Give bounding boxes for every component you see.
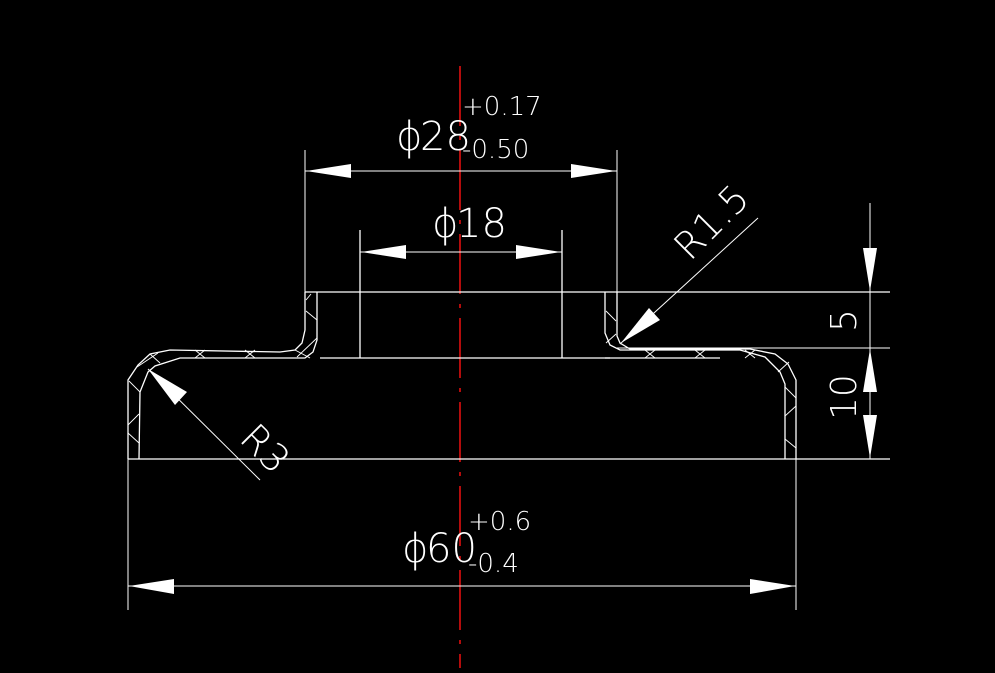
leader-arrow-icon	[148, 369, 187, 405]
part-profile	[127, 230, 890, 460]
arrow-up-icon	[863, 349, 877, 392]
radius-label-r3: R3	[232, 415, 299, 482]
dimension-overall-dia: ϕ 60 +0.6 -0.4	[127, 459, 797, 610]
dim-phi60-tol-upper: +0.6	[468, 507, 531, 537]
dimension-heights: 5 10	[617, 203, 890, 459]
arrow-left-icon	[361, 245, 406, 259]
dimension-inner-bore-dia: ϕ 18	[360, 201, 562, 259]
dim-phi28-tol-lower: -0.50	[462, 135, 529, 165]
left-inner-wall	[138, 292, 318, 460]
left-outer-wall	[127, 292, 306, 459]
dim-phi60-tol-lower: -0.4	[468, 549, 519, 579]
leader-radius-r3: R3	[147, 368, 299, 482]
arrow-left-icon	[306, 164, 351, 178]
height-label-10: 10	[824, 374, 865, 420]
arrow-right-icon	[516, 245, 561, 259]
dim-phi60-symbol: ϕ	[402, 526, 428, 572]
dim-phi28-tol-upper: +0.17	[462, 92, 542, 122]
right-outer-wall	[616, 292, 797, 459]
section-hatching	[127, 293, 797, 449]
arrow-right-icon	[750, 579, 795, 594]
dimension-outer-flange-dia: ϕ 28 +0.17 -0.50	[304, 92, 618, 292]
dim-phi60-value: 60	[426, 526, 477, 572]
radius-label-r1-5: R1.5	[665, 176, 758, 269]
dim-phi28-value: 28	[420, 114, 471, 160]
dim-phi18-value: 18	[456, 201, 507, 247]
dim-phi28-symbol: ϕ	[396, 114, 422, 160]
height-label-5: 5	[824, 309, 865, 332]
dim-phi18-symbol: ϕ	[432, 201, 458, 247]
arrow-left-icon	[129, 579, 174, 594]
right-inner-wall	[604, 292, 786, 459]
leader-arrow-icon	[621, 308, 660, 343]
arrow-down-icon	[863, 415, 877, 458]
leader-radius-r1-5: R1.5	[619, 176, 759, 345]
arrow-down-icon	[863, 248, 877, 291]
arrow-right-icon	[571, 164, 616, 178]
